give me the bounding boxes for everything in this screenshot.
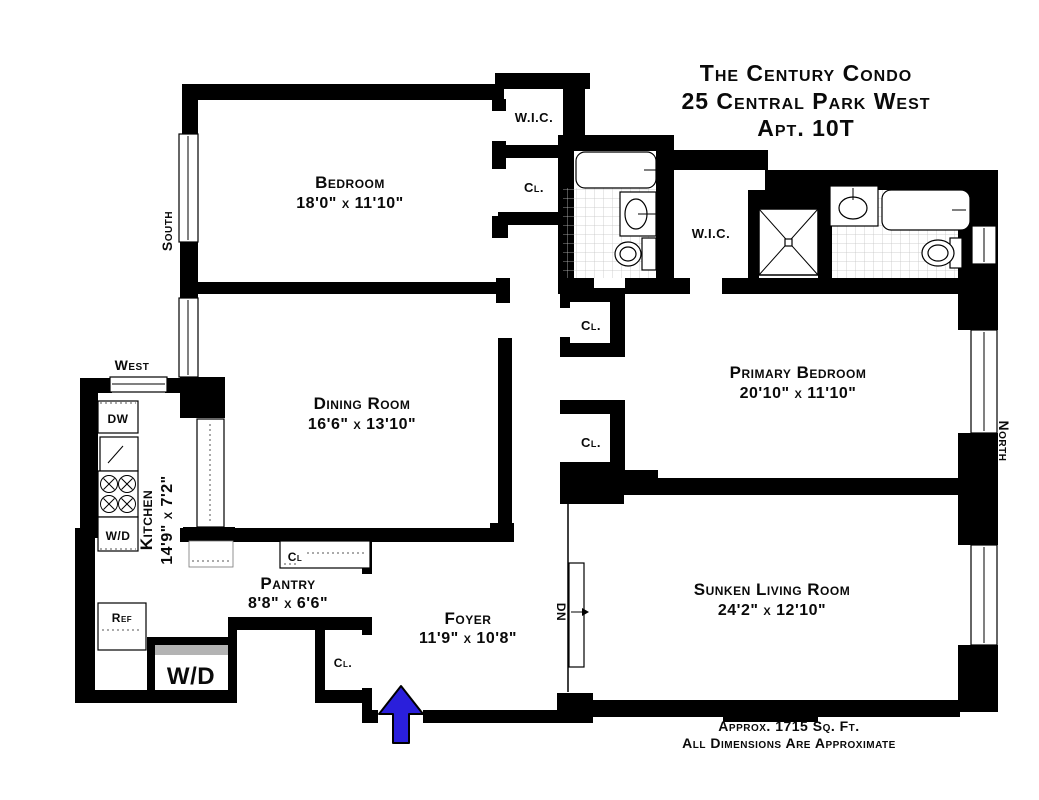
stairs-dn: DN — [554, 497, 589, 692]
pantry-closet: Cl — [279, 540, 371, 569]
closet-labels: W.I.C. Cl. W.I.C. Cl. Cl. Cl. — [334, 110, 730, 670]
pantry-name: Pantry — [260, 574, 315, 593]
compass-west-label: West — [115, 357, 150, 373]
dining-room-dims: 16'6" x 13'10" — [308, 416, 416, 433]
laundry-closet: W/D — [155, 645, 228, 690]
primary-bedroom-dims: 20'10" x 11'10" — [740, 385, 857, 402]
compass-north-label: North — [996, 421, 1012, 462]
cl-foyer-label: Cl. — [334, 656, 352, 670]
foyer-dims: 11'9" x 10'8" — [419, 630, 517, 647]
primary-bedroom-window — [970, 329, 998, 434]
title-line-1: The Century Condo — [700, 60, 912, 86]
cl-hall-lower-label: Cl. — [581, 435, 601, 450]
stairs-dn-arrow-icon — [582, 608, 589, 616]
windows — [109, 133, 998, 646]
kitchen-dims: 14'9" x 7'2" — [159, 475, 176, 565]
wic-primary-label: W.I.C. — [692, 226, 730, 241]
primary-bedroom-name: Primary Bedroom — [730, 363, 867, 382]
cl-hall-upper-label: Cl. — [581, 318, 601, 333]
dining-room-name: Dining Room — [314, 394, 411, 413]
refrigerator-label: Ref — [112, 611, 132, 625]
laundry-door-strip — [155, 645, 228, 655]
footer-notes: Approx. 1715 Sq. Ft. All Dimensions Are … — [682, 718, 896, 751]
dishwasher: DW — [97, 400, 139, 434]
west-window — [109, 376, 168, 393]
kitchen-sink-icon — [99, 436, 139, 472]
bathtub-icon — [881, 189, 971, 231]
bedroom-dims: 18'0" x 11'10" — [296, 195, 403, 212]
dining-window — [178, 297, 199, 378]
footer-sqft: Approx. 1715 Sq. Ft. — [718, 718, 859, 734]
washer-dryer-kitchen-label: W/D — [106, 529, 131, 543]
bathroom2-window — [971, 225, 997, 265]
entry-arrow-icon — [378, 685, 424, 744]
title-block: The Century Condo 25 Central Park West A… — [681, 60, 930, 141]
pantry-dims: 8'8" x 6'6" — [248, 595, 328, 612]
kitchen-peninsula — [188, 418, 234, 568]
bedroom-name: Bedroom — [315, 173, 385, 192]
compass-south-label: South — [159, 211, 175, 251]
walls — [75, 73, 998, 723]
toilet-icon — [641, 237, 657, 271]
stairs-dn-label: DN — [554, 603, 568, 621]
laundry-label: W/D — [167, 663, 215, 690]
living-room-name: Sunken Living Room — [694, 580, 850, 599]
title-line-2: 25 Central Park West — [681, 88, 930, 114]
footer-disclaimer: All Dimensions Are Approximate — [682, 735, 896, 751]
bathroom-1 — [563, 151, 660, 278]
cl-bedroom-label: Cl. — [524, 180, 544, 195]
stove-icon — [97, 470, 139, 518]
washer-dryer-kitchen: W/D — [97, 516, 139, 552]
refrigerator: Ref — [97, 602, 147, 651]
wic-bedroom-label: W.I.C. — [515, 110, 553, 125]
elevator-shaft — [758, 208, 819, 276]
pantry-closet-label: Cl — [288, 550, 303, 564]
kitchen-name: Kitchen — [137, 490, 156, 550]
bathroom-2 — [829, 185, 971, 278]
dishwasher-label: DW — [108, 412, 129, 426]
kitchen-fixtures: DW W/D Ref — [97, 400, 234, 651]
foyer-name: Foyer — [445, 609, 492, 628]
bedroom-window — [178, 133, 199, 243]
living-room-dims: 24'2" x 12'10" — [718, 602, 826, 619]
room-labels: Bedroom 18'0" x 11'10" Dining Room 16'6"… — [137, 173, 866, 647]
living-room-window — [970, 544, 998, 646]
title-line-3: Apt. 10T — [757, 115, 854, 141]
